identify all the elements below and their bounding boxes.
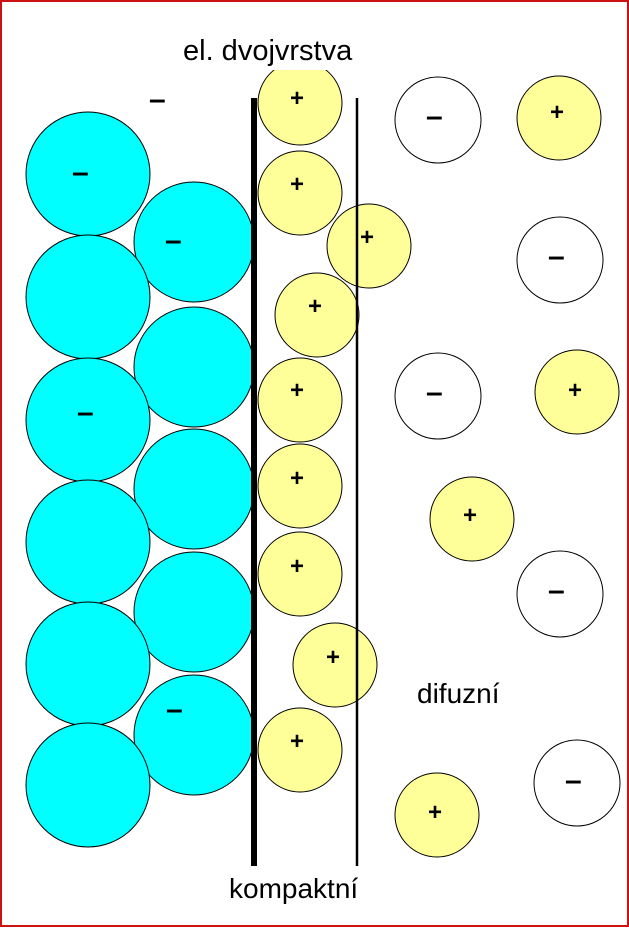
cation-sign: + — [568, 377, 582, 404]
compact-layer-signs: + + + + + + + + + — [290, 85, 374, 755]
cation — [326, 203, 412, 289]
electrode-charge-sign: – — [165, 224, 182, 257]
electrode-atom — [133, 674, 255, 796]
cation — [257, 707, 343, 793]
cation-sign: + — [326, 644, 340, 671]
electrode-atom — [133, 428, 255, 550]
anion-sign: – — [426, 100, 443, 133]
compact-layer-cations — [257, 60, 412, 793]
electrode-atoms — [25, 111, 255, 848]
cation — [257, 357, 343, 443]
diffuse-layer-signs: – + – – + + – – + — [426, 99, 582, 826]
anion — [394, 352, 482, 440]
top-label-background — [182, 30, 404, 70]
electrode-charge-sign: – — [72, 156, 89, 189]
anion — [394, 76, 482, 164]
electrode-charge-sign: – — [166, 693, 183, 726]
electric-double-layer-label: el. dvojvrstva — [183, 35, 353, 67]
cation — [257, 150, 343, 236]
cation — [534, 349, 620, 435]
anion-sign: – — [548, 574, 565, 607]
anion — [533, 739, 621, 827]
anion-sign: – — [426, 376, 443, 409]
cation-sign: + — [290, 85, 304, 112]
cation — [257, 531, 343, 617]
electrode-atom — [25, 234, 151, 360]
cation-sign: + — [550, 99, 564, 126]
electrode-atom — [133, 551, 255, 673]
bottom-label-background — [226, 866, 416, 906]
cation-sign: + — [428, 799, 442, 826]
cation-sign: + — [463, 502, 477, 529]
electrode-charges: – – – – – — [72, 83, 183, 726]
cation-sign: + — [290, 553, 304, 580]
electrode-atom — [133, 306, 255, 428]
cation — [274, 272, 360, 358]
electrode-atom — [25, 722, 151, 848]
electrode-charge-sign: – — [77, 396, 94, 429]
cation — [257, 443, 343, 529]
cation — [394, 772, 480, 858]
anion — [516, 550, 604, 638]
anion — [516, 216, 604, 304]
cation-sign: + — [308, 293, 322, 320]
labels: el. dvojvrstva difuzní kompaktní — [182, 30, 500, 906]
anion-sign: – — [548, 240, 565, 273]
diffuse-layer-ions — [394, 75, 621, 858]
layer-boundaries — [251, 98, 359, 868]
cation-sign: + — [360, 224, 374, 251]
compact-layer-label: kompaktní — [229, 873, 358, 904]
cation-sign: + — [290, 377, 304, 404]
cation-sign: + — [290, 728, 304, 755]
electrode-atom — [25, 601, 151, 727]
electrode-atom — [25, 479, 151, 605]
cation — [516, 75, 602, 161]
cation-sign: + — [290, 465, 304, 492]
electrode-atom — [133, 181, 255, 303]
cation-sign: + — [290, 171, 304, 198]
electrode-surface-charge: – — [149, 83, 166, 116]
cation — [429, 476, 515, 562]
anion-sign: – — [565, 764, 582, 797]
diffuse-layer-label: difuzní — [417, 678, 500, 709]
